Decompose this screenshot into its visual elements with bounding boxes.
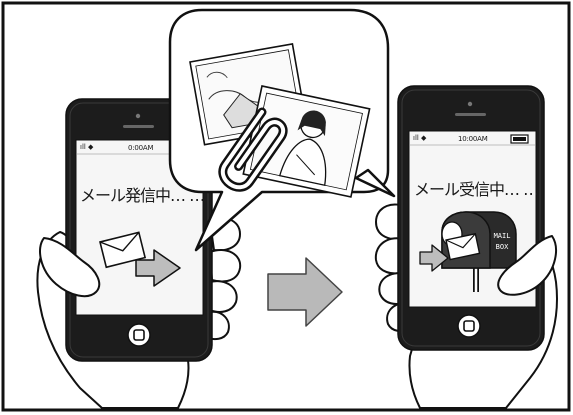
right-phone	[398, 86, 544, 350]
right-home-button	[458, 315, 480, 337]
right-message-receiving: メール受信中… …	[414, 176, 538, 200]
center-arrow-icon	[268, 258, 342, 326]
right-signal-indicator: ıll ◆	[413, 134, 426, 142]
mailbox-label-line2: BOX	[492, 243, 512, 251]
left-signal-indicator: ıll ◆	[80, 143, 93, 151]
left-message-sending: メール発信中… …	[80, 182, 204, 206]
left-home-button	[128, 324, 150, 346]
mailbox-label-line1: MAIL	[492, 232, 512, 240]
right-time: 10:00AM	[458, 135, 488, 143]
left-time: 0:00AM	[128, 144, 153, 152]
